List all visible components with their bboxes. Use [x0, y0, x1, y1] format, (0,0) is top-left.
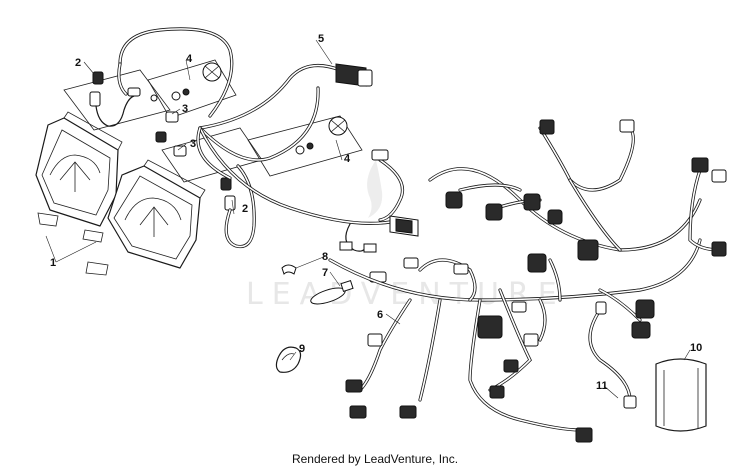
callout-3-lower: 3	[190, 138, 196, 150]
bulb-sockets-group	[63, 27, 363, 249]
footer-credit: Rendered by LeadVenture, Inc.	[291, 452, 459, 466]
callout-4-top: 4	[186, 53, 193, 65]
watermark: LEADVENTURE	[246, 160, 557, 312]
clamp-9	[275, 346, 302, 373]
callout-2-lower: 2	[242, 203, 248, 215]
callout-7: 7	[322, 267, 328, 279]
callout-3-top: 3	[182, 103, 188, 115]
callout-4-lower: 4	[344, 153, 351, 165]
callout-2-top: 2	[75, 57, 81, 69]
socket-connector-top	[92, 71, 104, 85]
leader-lines	[45, 39, 691, 399]
jumper-harness-11	[588, 301, 637, 409]
callout-1: 1	[50, 257, 56, 269]
headlight-front	[85, 159, 206, 276]
clip-8	[281, 264, 297, 275]
main-harness	[328, 119, 727, 443]
callout-8: 8	[322, 251, 328, 263]
callout-6: 6	[377, 309, 383, 321]
callout-10: 10	[690, 342, 702, 354]
callout-labels: 1 2 2 3 3 4 4 5 6 7 8 9 10 11	[50, 33, 702, 392]
headlight-rear	[35, 111, 123, 243]
callout-9: 9	[299, 343, 305, 355]
headlight-harness	[196, 63, 419, 253]
connector	[539, 119, 555, 135]
callout-5: 5	[318, 33, 324, 45]
callout-11: 11	[596, 380, 608, 392]
protective-sleeve-10	[655, 358, 707, 432]
